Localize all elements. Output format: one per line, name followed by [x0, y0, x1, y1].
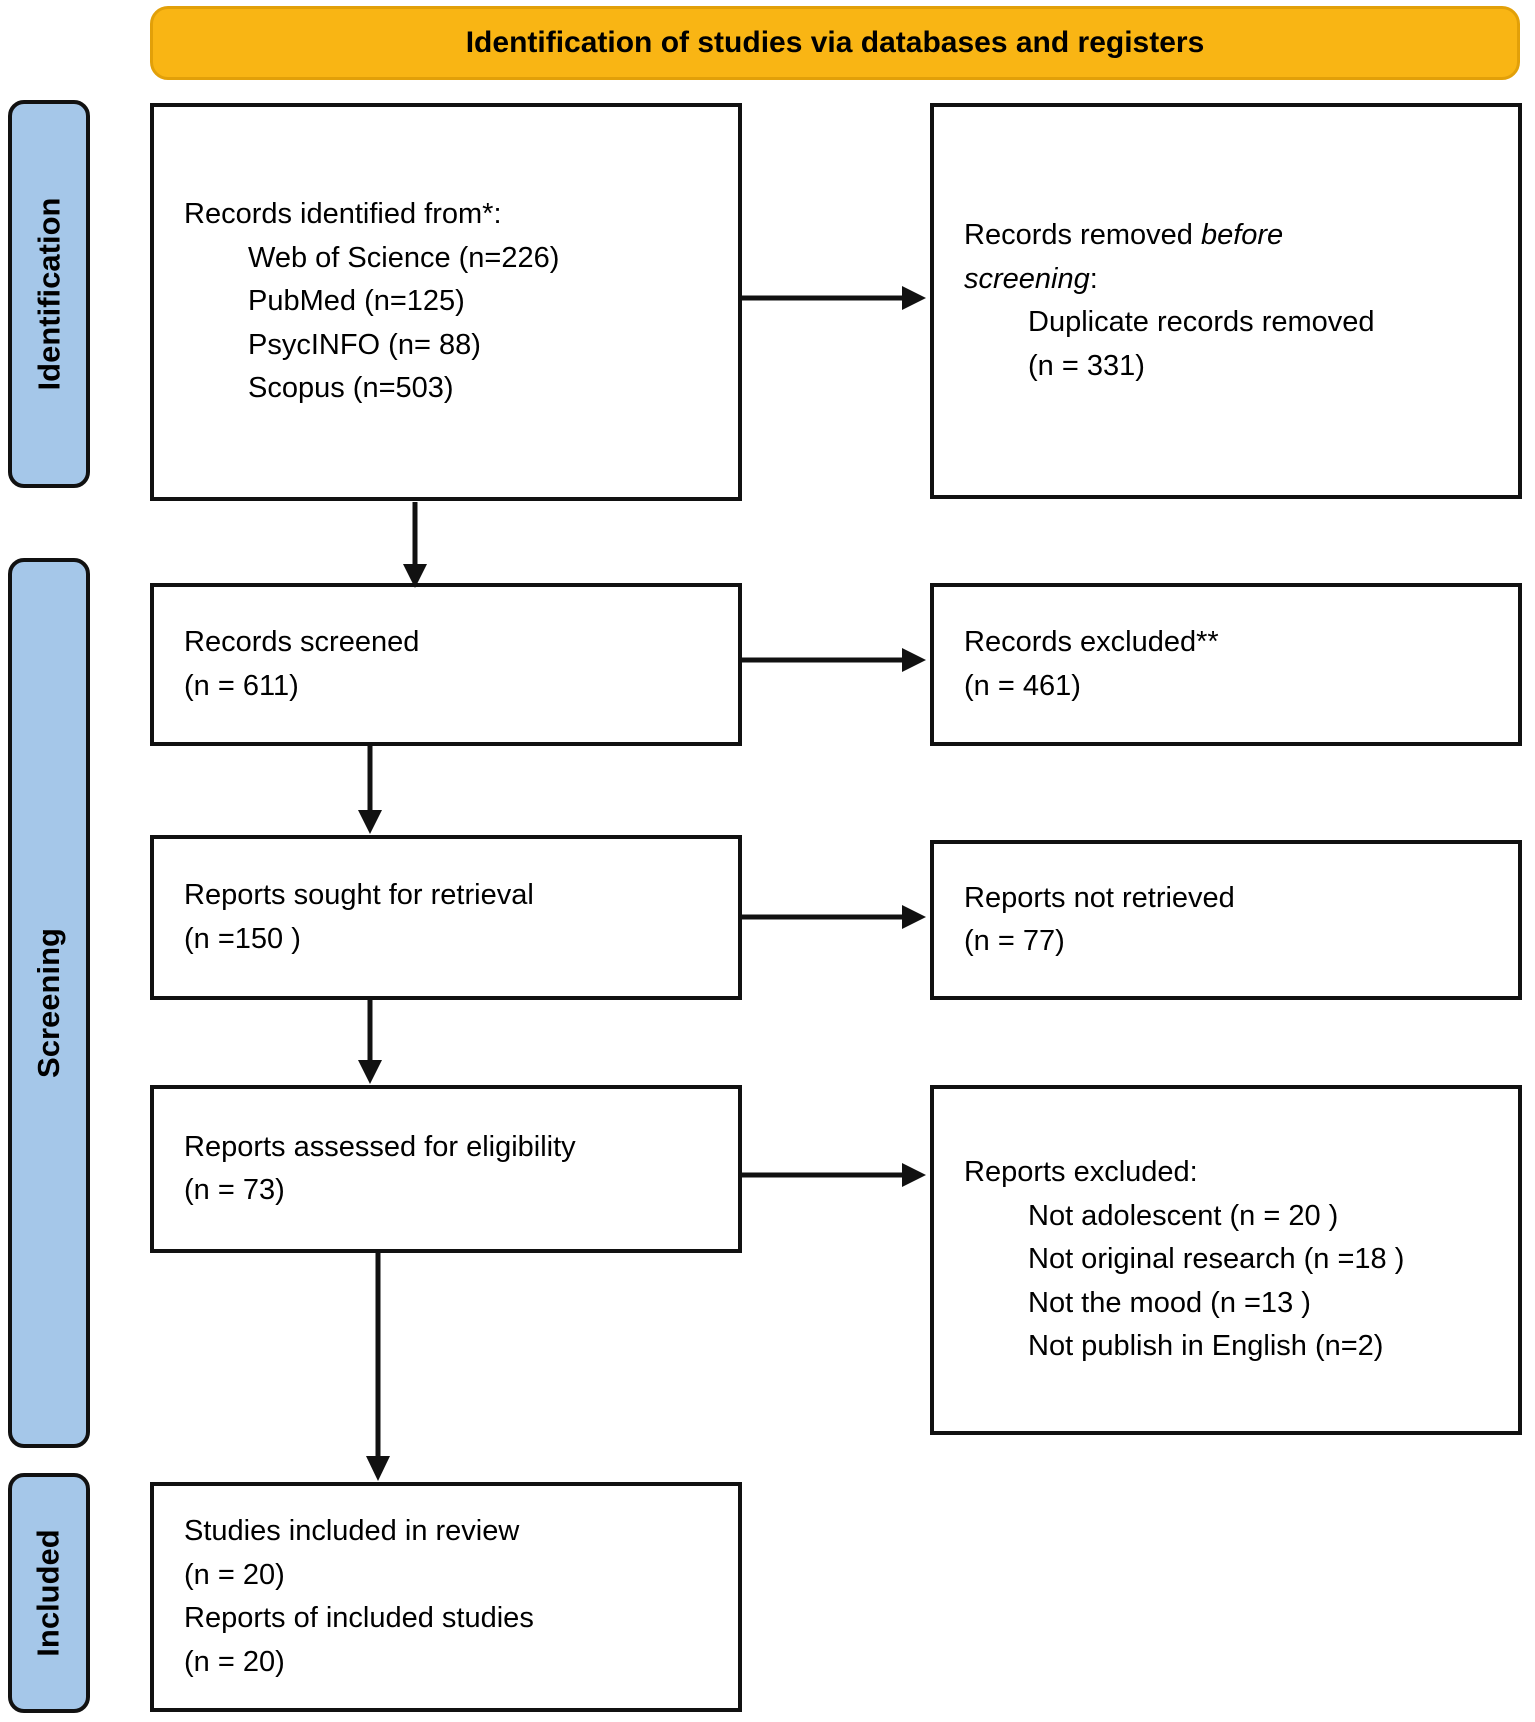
- studies-included-count: (n = 20): [184, 1558, 285, 1591]
- reports-sought-label: Reports sought for retrieval: [184, 879, 534, 911]
- records-removed-heading-suffix: :: [1089, 262, 1098, 295]
- box-records-excluded: Records excluded** (n = 461): [930, 583, 1522, 746]
- reports-sought-count: (n =150 ): [184, 922, 301, 955]
- reports-assessed-count: (n = 73): [184, 1174, 285, 1206]
- reports-excluded-heading: Reports excluded:: [964, 1156, 1198, 1189]
- records-identified-source: PubMed (n=125): [248, 285, 465, 318]
- stage-bar-identification: Identification: [8, 100, 90, 488]
- records-removed-heading-italic: screening: [964, 262, 1090, 295]
- stage-label-identification: Identification: [31, 197, 67, 391]
- reports-not-retrieved-count: (n = 77): [964, 925, 1065, 957]
- stage-bar-screening: Screening: [8, 558, 90, 1448]
- arrow-sought-to-not-retrieved: [742, 905, 926, 929]
- arrow-assessed-to-included: [366, 1253, 390, 1481]
- records-removed-heading-line1: Records removed before: [964, 214, 1506, 258]
- arrow-screened-to-sought: [358, 746, 382, 834]
- box-reports-excluded: Reports excluded: Not adolescent (n = 20…: [930, 1085, 1522, 1435]
- reports-not-retrieved-label: Reports not retrieved: [964, 881, 1235, 914]
- records-screened-label: Records screened: [184, 626, 420, 658]
- records-identified-source: PsycINFO (n= 88): [248, 328, 481, 361]
- diagram-title: Identification of studies via databases …: [465, 26, 1205, 59]
- reports-excluded-reason: Not original research (n =18 ): [1028, 1243, 1405, 1276]
- records-excluded-label: Records excluded**: [964, 626, 1219, 658]
- reports-included-count: (n = 20): [184, 1645, 285, 1678]
- box-studies-included: Studies included in review (n = 20) Repo…: [150, 1482, 742, 1712]
- stage-bar-included: Included: [8, 1473, 90, 1713]
- box-records-screened: Records screened (n = 611): [150, 583, 742, 746]
- box-reports-assessed: Reports assessed for eligibility (n = 73…: [150, 1085, 742, 1253]
- box-records-removed: Records removed before screening: Duplic…: [930, 103, 1522, 499]
- stage-label-included: Included: [31, 1529, 67, 1657]
- records-identified-source: Web of Science (n=226): [248, 241, 560, 274]
- arrow-sought-to-assessed: [358, 1000, 382, 1084]
- records-removed-heading-italic: before: [1200, 219, 1284, 251]
- records-removed-reason: Duplicate records removed: [1028, 306, 1375, 338]
- box-reports-not-retrieved: Reports not retrieved (n = 77): [930, 840, 1522, 1000]
- box-records-identified: Records identified from*: Web of Science…: [150, 103, 742, 501]
- records-excluded-count: (n = 461): [964, 669, 1081, 702]
- records-removed-heading-line2: screening:: [964, 258, 1506, 302]
- records-identified-source: Scopus (n=503): [248, 372, 454, 405]
- reports-excluded-reason: Not the mood (n =13 ): [1028, 1286, 1311, 1319]
- reports-assessed-label: Reports assessed for eligibility: [184, 1130, 576, 1163]
- records-removed-heading-plain: Records removed: [964, 219, 1201, 251]
- studies-included-label: Studies included in review: [184, 1515, 520, 1547]
- records-removed-count: (n = 331): [1028, 349, 1145, 382]
- arrow-screened-to-excluded: [742, 648, 926, 672]
- records-identified-heading: Records identified from*:: [184, 198, 502, 231]
- box-reports-sought: Reports sought for retrieval (n =150 ): [150, 835, 742, 1000]
- stage-label-screening: Screening: [31, 928, 67, 1078]
- diagram-title-banner: Identification of studies via databases …: [150, 6, 1520, 80]
- reports-included-label: Reports of included studies: [184, 1602, 534, 1634]
- records-screened-count: (n = 611): [184, 669, 299, 702]
- reports-excluded-reason: Not publish in English (n=2): [1028, 1330, 1384, 1363]
- arrow-identified-to-screened: [403, 502, 427, 588]
- reports-excluded-reason: Not adolescent (n = 20 ): [1028, 1199, 1339, 1232]
- arrow-identified-to-removed: [742, 286, 926, 310]
- arrow-assessed-to-reports-excluded: [742, 1163, 926, 1187]
